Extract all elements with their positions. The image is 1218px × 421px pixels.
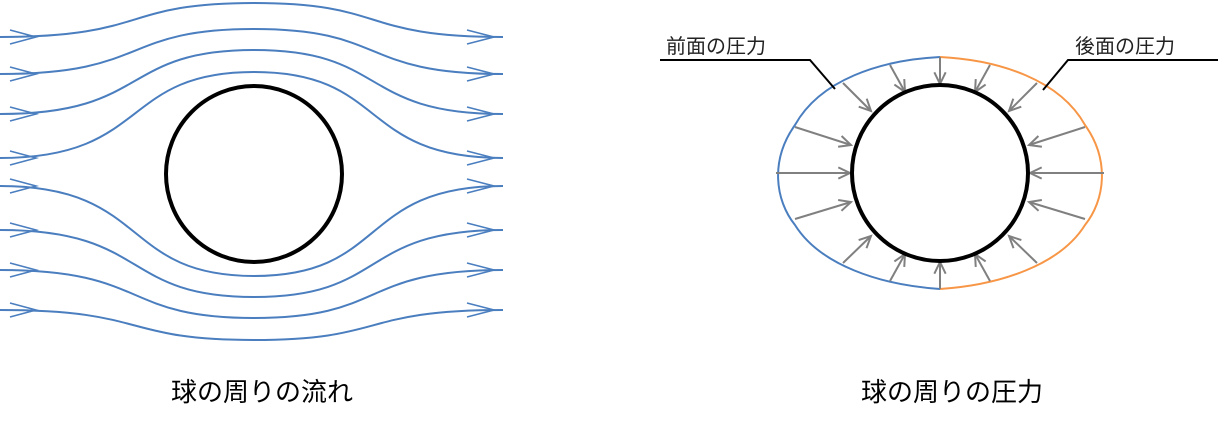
pressure-arrow (889, 64, 907, 95)
arrowhead-icon (837, 135, 854, 148)
flow-caption: 球の周りの流れ (170, 378, 354, 408)
arrowhead-icon (466, 106, 498, 122)
streamline (0, 48, 504, 115)
arrowhead-icon (9, 106, 40, 122)
pressure-arrow (1026, 199, 1086, 220)
arrowhead-icon (466, 178, 498, 194)
arrowhead-icon (9, 178, 40, 194)
arrowhead-icon (466, 150, 498, 166)
rear-label-leader (1042, 59, 1218, 91)
arrowhead-icon (858, 98, 873, 113)
arrowhead-icon (9, 66, 40, 82)
pressure-arrow (1007, 82, 1038, 113)
front-pressure-envelope (777, 56, 941, 290)
pressure-arrow (1027, 166, 1104, 180)
arrowhead-icon (466, 262, 498, 278)
arrowhead-icon (9, 222, 40, 238)
streamline (0, 27, 504, 75)
arrowhead-icon (9, 262, 40, 278)
streamline (0, 269, 504, 320)
arrowhead-icon (1026, 135, 1043, 148)
streamline (0, 229, 504, 299)
pressure-arrow (933, 259, 947, 289)
streamline (0, 70, 504, 159)
pressure-arrow (973, 251, 991, 282)
arrowhead-icon (466, 302, 498, 318)
arrowhead-icon (466, 29, 498, 45)
arrowhead-icon (9, 302, 40, 318)
arrowhead-icon (1026, 199, 1042, 212)
pressure-arrow (842, 234, 873, 264)
sphere-pressure (850, 83, 1030, 263)
streamline (0, 1, 504, 38)
pressure-arrow (889, 251, 907, 282)
rear-pressure-envelope (939, 56, 1103, 290)
pressure-arrow (1026, 126, 1086, 148)
arrowhead-icon (466, 222, 498, 238)
front-pressure-label: 前面の圧力 (666, 34, 766, 58)
streamline (0, 309, 504, 342)
arrowhead-icon (9, 150, 40, 166)
arrowhead-icon (858, 234, 873, 249)
streamlines (0, 1, 504, 342)
pressure-arrow (794, 126, 854, 148)
sphere-flow (164, 84, 344, 264)
arrowhead-icon (838, 199, 854, 212)
front-label-leader (660, 59, 836, 90)
pressure-arrow (794, 199, 854, 220)
streamline (0, 185, 504, 278)
pressure-arrow (776, 166, 853, 180)
arrowhead-icon (1007, 234, 1022, 249)
pressure-caption: 球の周りの圧力 (860, 378, 1044, 408)
pressure-arrow (933, 57, 947, 87)
arrowhead-icon (9, 29, 40, 45)
arrowhead-icon (466, 66, 498, 82)
rear-pressure-label: 後面の圧力 (1075, 34, 1175, 58)
pressure-arrow (1007, 234, 1038, 264)
pressure-arrow (842, 82, 873, 113)
pressure-arrow (973, 64, 991, 95)
arrowhead-icon (1007, 98, 1022, 113)
